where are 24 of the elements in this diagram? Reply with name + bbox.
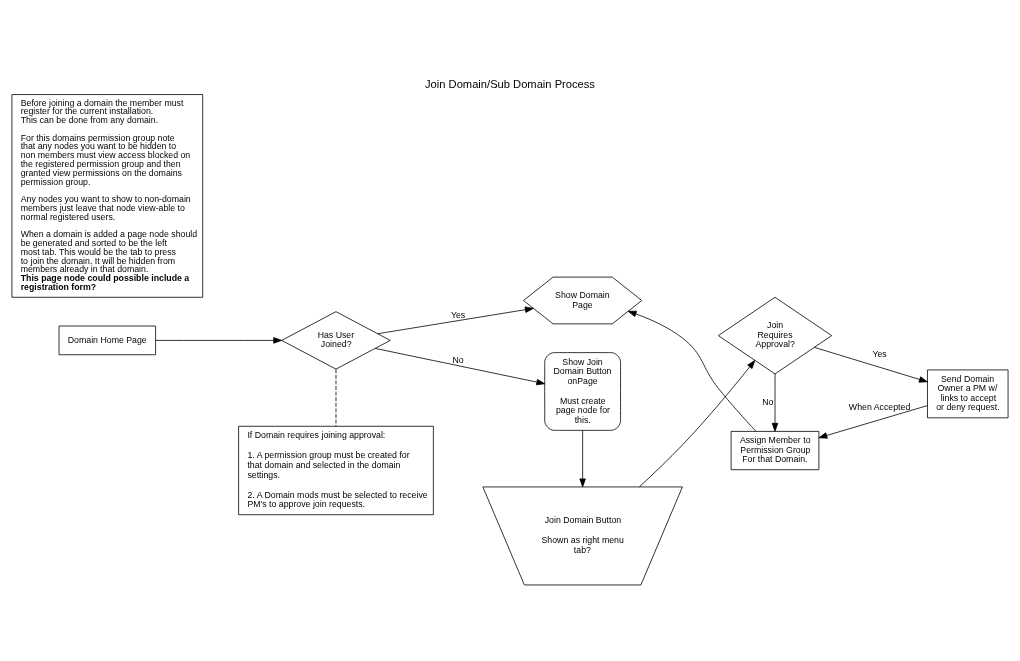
node-box: Assign Member to Permission Group For that Domain. — [730, 431, 820, 471]
arrow — [374, 348, 546, 386]
node-box: Send Domain Owner a PM w/ links to accept or deny request. — [927, 369, 1009, 419]
edge-label: Yes — [450, 309, 466, 320]
arrow — [771, 373, 779, 432]
arrow — [155, 337, 283, 344]
edge-label: When Accepted — [848, 401, 911, 412]
arrow — [818, 405, 928, 439]
node-box: Domain Home Page — [58, 325, 156, 356]
node-box: Before joining a domain the member must register for the current installation. This can be done from any domain. For this domains permission group note that any nodes you want to be hidden to non members must view access blocked on the registered permission group and then granted view permissions on the domains permission group. Any nodes you want to show to non-domain members just leave that node view-able to normal registered users. When a domain is added a page node should be generated and sorted to be the left most tab. This would be the tab to press to join the domain. It will be hidden from members already in that domain. This page node could possible include a registration form? — [11, 94, 204, 298]
node-diamond: Has User Joined? — [281, 311, 391, 370]
arrow — [638, 360, 756, 488]
node-box: Show Join Domain Button onPage Must create page node for this. — [544, 352, 621, 431]
arrow — [579, 430, 586, 488]
edge-label: No — [452, 354, 464, 365]
node-box: If Domain requires joining approval: 1. A permission group must be created for that domain and selected in the domain settings. 2. A Domain mods must be selected to receive PM's to approve join requests. — [238, 425, 434, 516]
arrow — [377, 306, 534, 335]
node-diamond: Join Requires Approval? — [717, 296, 833, 375]
edge-label: Yes — [872, 349, 887, 359]
connector — [335, 368, 337, 427]
diagram-title: Join Domain/Sub Domain Process — [425, 78, 595, 91]
arrow — [814, 347, 928, 383]
edge-label: No — [762, 396, 774, 407]
arrow — [627, 310, 757, 432]
